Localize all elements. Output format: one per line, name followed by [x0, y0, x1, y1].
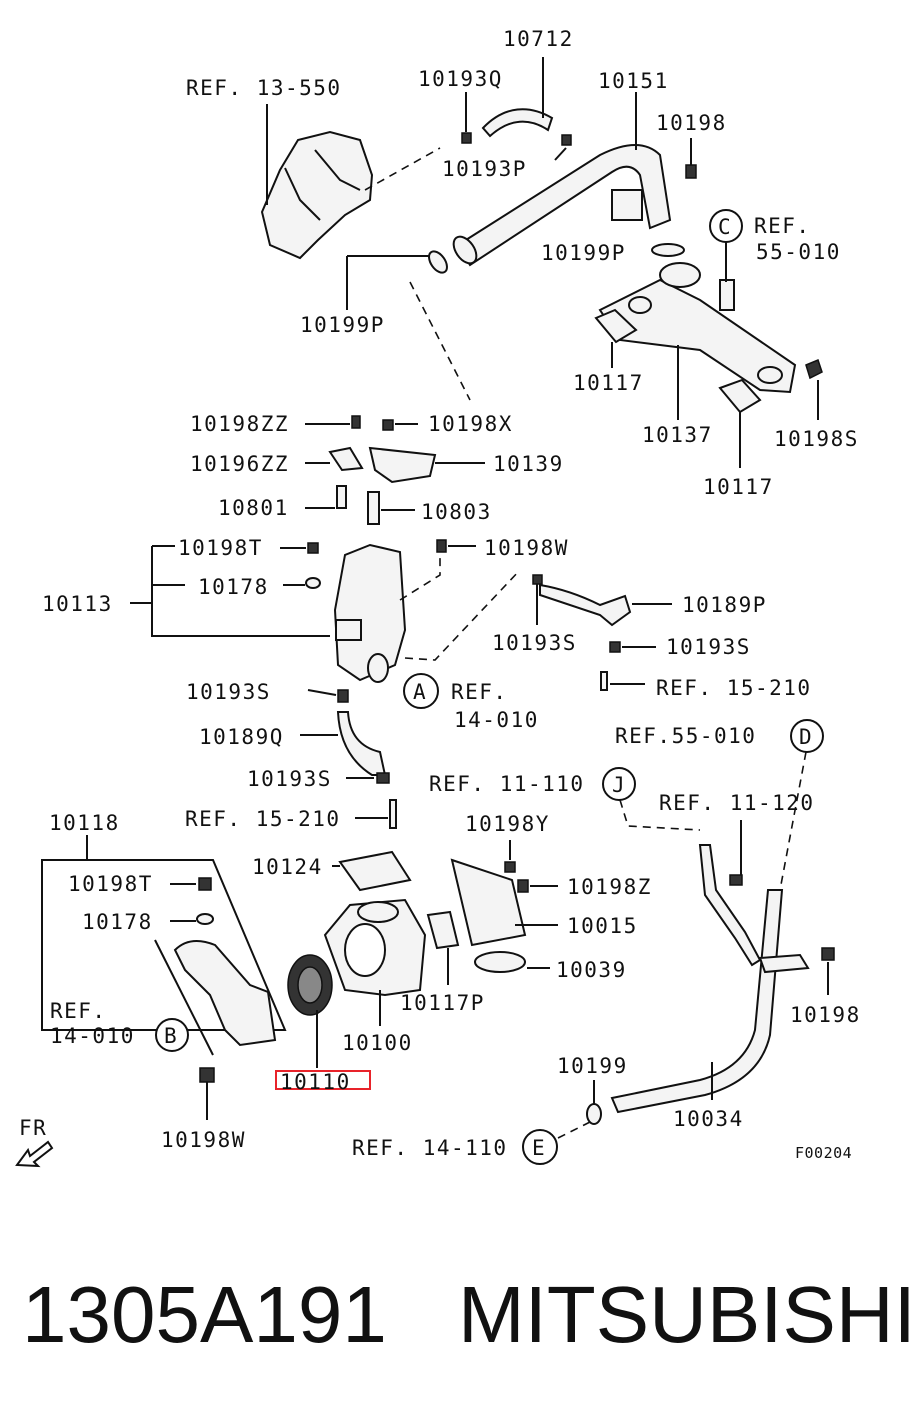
label-10198t-lower: 10198T	[68, 872, 153, 896]
callout-b: B	[164, 1024, 178, 1048]
label-10198t-upper: 10198T	[178, 536, 263, 560]
label-ref-11-120: REF. 11-120	[659, 791, 815, 815]
label-10198w-lower: 10198W	[161, 1128, 246, 1152]
callout-c: C	[718, 215, 732, 239]
label-10801: 10801	[218, 496, 289, 520]
callout-a: A	[413, 680, 427, 704]
label-10117-lower: 10117	[703, 475, 774, 499]
label-10178-upper: 10178	[198, 575, 269, 599]
label-ref-55-010-line2: 55-010	[756, 240, 841, 264]
label-10198s: 10198S	[774, 427, 859, 451]
label-10189q: 10189Q	[199, 725, 284, 749]
label-10198x: 10198X	[428, 412, 513, 436]
label-ref-55-010-line1: REF.	[754, 214, 811, 238]
parts-diagram: 10712 REF. 13-550 10193Q 10151 10198 101…	[15, 27, 861, 1168]
label-ref-15-210-upper: REF. 15-210	[656, 676, 812, 700]
engine-block-ref	[260, 130, 374, 260]
label-10199p-left: 10199P	[300, 313, 385, 337]
label-10039: 10039	[556, 958, 627, 982]
label-10189p: 10189P	[682, 593, 767, 617]
part-number: 1305A191	[22, 1270, 387, 1359]
label-10015: 10015	[567, 914, 638, 938]
pipe-10151	[456, 144, 672, 267]
housing-10100	[323, 898, 427, 997]
label-10198w-upper: 10198W	[484, 536, 569, 560]
label-figure-code: F00204	[795, 1144, 852, 1162]
label-ref-14-010-line1: REF.	[451, 680, 508, 704]
label-10193s-b: 10193S	[666, 635, 751, 659]
label-ref-13-550: REF. 13-550	[186, 76, 342, 100]
label-ref-11-110: REF. 11-110	[429, 772, 585, 796]
housing-10113	[333, 543, 407, 683]
label-fr: FR	[19, 1116, 47, 1140]
highlight-box	[275, 1070, 371, 1090]
callout-e: E	[532, 1136, 546, 1160]
label-ref-55-010-lower: REF.55-010	[615, 724, 756, 748]
caption: 1305A191 MITSUBISHI	[0, 1265, 909, 1375]
kit-box-10118	[41, 859, 287, 1056]
label-10100: 10100	[342, 1031, 413, 1055]
label-10137: 10137	[642, 423, 713, 447]
label-10110: 10110	[280, 1070, 351, 1094]
label-10117p: 10117P	[400, 991, 485, 1015]
brand-name: MITSUBISHI	[458, 1270, 909, 1359]
thermostat-10110	[287, 954, 333, 1016]
label-10193s-a: 10193S	[492, 631, 577, 655]
label-10198-right: 10198	[790, 1003, 861, 1027]
label-10803: 10803	[421, 500, 492, 524]
label-10198-top: 10198	[656, 111, 727, 135]
label-10117-upper: 10117	[573, 371, 644, 395]
label-10124: 10124	[252, 855, 323, 879]
front-arrow-icon	[15, 1140, 54, 1168]
label-10151: 10151	[598, 69, 669, 93]
hose-10712	[481, 108, 554, 138]
label-10113: 10113	[42, 592, 113, 616]
label-10199p-right: 10199P	[541, 241, 626, 265]
label-10198z: 10198Z	[567, 875, 652, 899]
label-10034: 10034	[673, 1107, 744, 1131]
pipe-10034	[610, 844, 810, 1114]
label-10193s-d: 10193S	[247, 767, 332, 791]
label-10196zz: 10196ZZ	[190, 452, 289, 476]
label-10118: 10118	[49, 811, 120, 835]
label-10193s-c: 10193S	[186, 680, 271, 704]
label-ref-14-110: REF. 14-110	[352, 1136, 508, 1160]
label-ref-14-010-line2: 14-010	[454, 708, 539, 732]
label-10193p: 10193P	[442, 157, 527, 181]
label-10139: 10139	[493, 452, 564, 476]
manifold-10137	[598, 262, 797, 394]
label-ref-14-010-box-line1: REF.	[50, 999, 107, 1023]
label-10198zz: 10198ZZ	[190, 412, 289, 436]
label-10198y: 10198Y	[465, 812, 550, 836]
label-10199: 10199	[557, 1054, 628, 1078]
label-10178-lower: 10178	[82, 910, 153, 934]
label-10712: 10712	[503, 27, 574, 51]
callout-j: J	[612, 773, 626, 797]
label-10193q: 10193Q	[418, 67, 503, 91]
label-ref-14-010-box-line2: 14-010	[50, 1024, 135, 1048]
label-ref-15-210-lower: REF. 15-210	[185, 807, 341, 831]
callout-d: D	[799, 725, 813, 749]
